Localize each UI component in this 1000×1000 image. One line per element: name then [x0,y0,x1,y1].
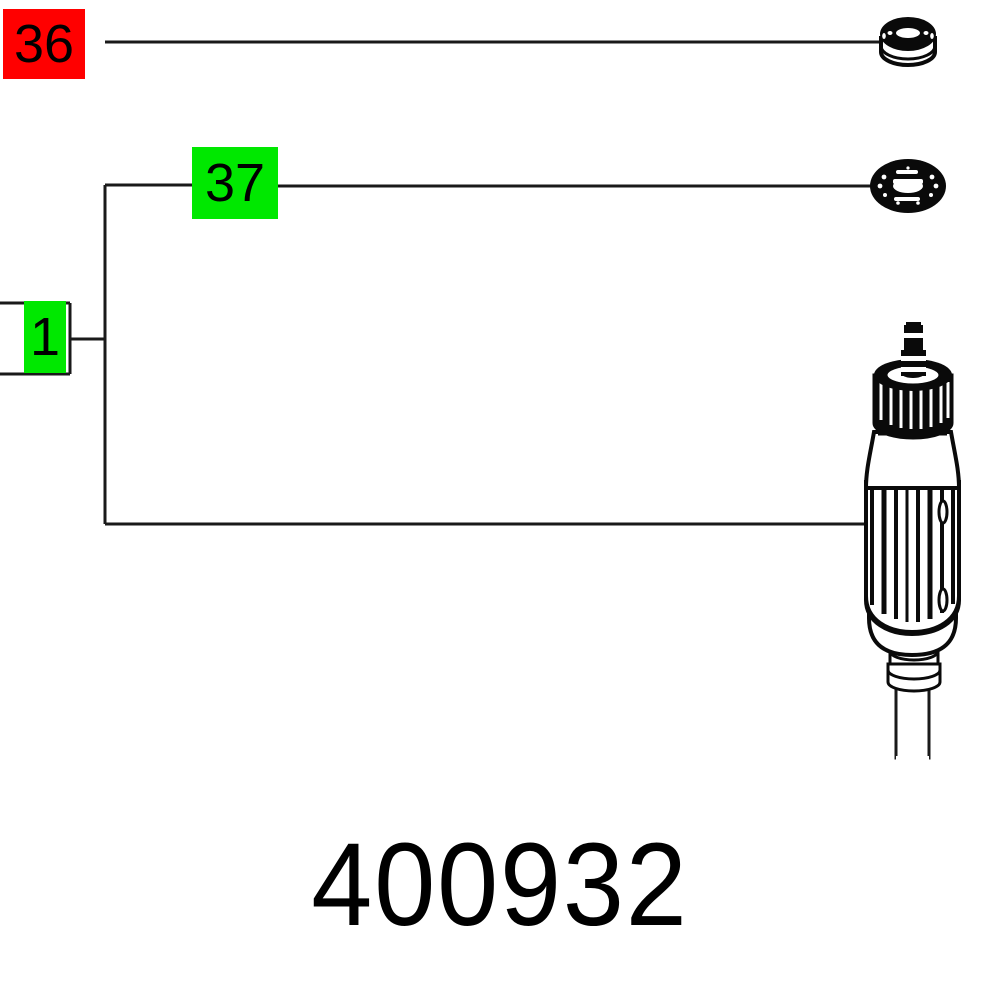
bearing-ball-9 [906,166,910,170]
bearing-ball-5 [933,183,939,189]
upper-shaft-tip [906,322,921,327]
core-vent-slot-lower [937,587,949,613]
callout-label-1: 1 [29,307,61,367]
bearing-ball-6 [929,193,933,197]
callout-badge-37[interactable]: 37 [192,147,278,219]
bushing-highlight-left2 [882,33,886,39]
bearing-ball-2 [877,183,883,189]
armature-upper-dome [863,430,962,490]
part-ball-bearing-37 [870,159,946,213]
bushing-highlight-right2 [930,33,934,39]
callout-label-37: 37 [204,153,266,213]
upper-shaft-ring-1 [901,356,926,361]
upper-shaft-ring-3 [904,333,923,338]
bearing-ball-7 [896,201,900,205]
core-bottom-arc [864,595,961,635]
callout-label-36: 36 [13,14,75,74]
bearing-ball-3 [883,193,887,197]
bearing-ball-4 [929,174,935,180]
bushing-highlight-left [887,31,893,35]
bearing-bore-slot [893,179,923,184]
bushing-bore [896,28,920,38]
part-number-text: 400932 [311,819,689,951]
armature-rotor-core [864,479,961,637]
bushing-bottom-rim [879,45,937,61]
bushing-highlight-right [923,31,929,35]
armature-lower-ring-line-2 [886,669,942,681]
part-armature-1 [863,322,962,760]
bearing-race-top [896,170,918,174]
bracket-item-1 [0,183,866,526]
bearing-ball-8 [916,201,920,205]
core-vent-slot-upper [937,499,949,525]
bearing-ball-1 [881,174,887,180]
callout-badge-36[interactable]: 36 [3,9,85,79]
bearing-race-bottom [894,197,920,201]
armature-lower-shaft [894,678,931,760]
part-bushing-36 [879,17,937,67]
leader-lines [105,40,888,188]
upper-shaft-ring-2 [901,367,926,372]
callout-badge-1[interactable]: 1 [24,301,66,373]
armature-lower-ring-line-1 [888,650,940,662]
armature-upper-shaft [901,322,926,376]
